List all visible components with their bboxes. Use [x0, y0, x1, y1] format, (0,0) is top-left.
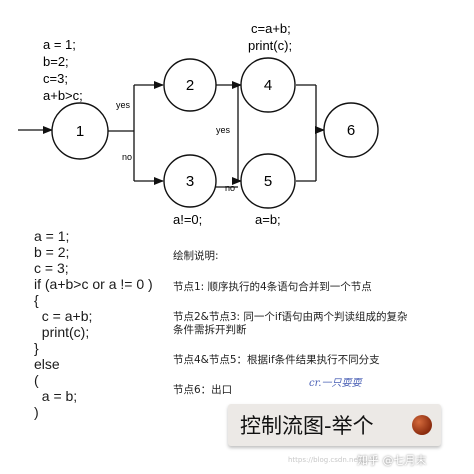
edge-label-1-3: no: [122, 152, 132, 162]
banner-title: 控制流图-举个: [240, 414, 374, 438]
source-code-line: c = 3;: [34, 260, 69, 276]
node4-code-line: c=a+b;: [251, 21, 291, 36]
source-code-line: (: [34, 372, 39, 388]
source-code-line: b = 2;: [34, 244, 70, 260]
source-code-line: print(c);: [34, 324, 90, 340]
source-code-line: a = 1;: [34, 228, 70, 244]
node1-code-line: a = 1;: [43, 37, 76, 52]
zhihu-watermark: 知乎 @七月末: [357, 454, 427, 467]
source-code-line: a = b;: [34, 388, 78, 404]
explanation-block: 绘制说明: 节点1: 顺序执行的4条语句合并到一个节点 节点2&节点3: 同一个…: [173, 250, 463, 397]
node-2-circle: [163, 58, 217, 112]
explanation-item-node2-3: 节点2&节点3: 同一个if语句由两个判读组成的复杂: [173, 311, 408, 323]
author-signature: cr.一只耍耍: [309, 378, 362, 389]
edge-label-2-5: yes: [216, 125, 231, 135]
node1-code-line: b=2;: [43, 54, 69, 69]
chestnut-icon: [412, 415, 432, 435]
edge-label-3-5: no: [225, 183, 235, 193]
explanation-item-node2-3-cont: 条件需拆开判断: [173, 324, 247, 336]
node-4-label: 4: [264, 77, 272, 94]
node1-code-line: c=3;: [43, 71, 68, 86]
explanation-item-node1: 节点1: 顺序执行的4条语句合并到一个节点: [173, 281, 372, 293]
node-5-label: 5: [264, 173, 272, 190]
node-4-circle: [240, 57, 296, 113]
node-1-circle: [51, 102, 109, 160]
node-6-label: 6: [347, 122, 355, 139]
node-5-circle: [240, 153, 296, 209]
source-code-line: if (a+b>c or a != 0 ): [34, 276, 153, 292]
node-6-circle: [323, 102, 379, 158]
explanation-item-node4-5: 节点4&节点5：根据if条件结果执行不同分支: [173, 354, 380, 366]
title-banner: 控制流图-举个: [228, 404, 441, 446]
node5-code: a=b;: [255, 212, 281, 227]
source-code-line: ): [34, 404, 39, 420]
explanation-item-node6: 节点6：出口: [173, 384, 233, 396]
source-code-line: }: [34, 340, 39, 356]
node-1-label: 1: [76, 123, 84, 140]
node1-code-line: a+b>c;: [43, 88, 83, 103]
node-3-label: 3: [186, 173, 194, 190]
node-3-circle: [163, 154, 217, 208]
source-code-block: a = 1; b = 2; c = 3; if (a+b>c or a != 0…: [34, 228, 204, 420]
blog-watermark: https://blog.csdn.net/...: [288, 456, 370, 464]
source-code-line: c = a+b;: [34, 308, 93, 324]
explanation-title: 绘制说明:: [173, 250, 219, 262]
source-code-line: {: [34, 292, 39, 308]
node3-code: a!=0;: [173, 212, 202, 227]
node4-code-line: print(c);: [248, 38, 292, 53]
source-code-line: else: [34, 356, 60, 372]
node-2-label: 2: [186, 77, 194, 94]
edge-label-1-2: yes: [116, 100, 131, 110]
